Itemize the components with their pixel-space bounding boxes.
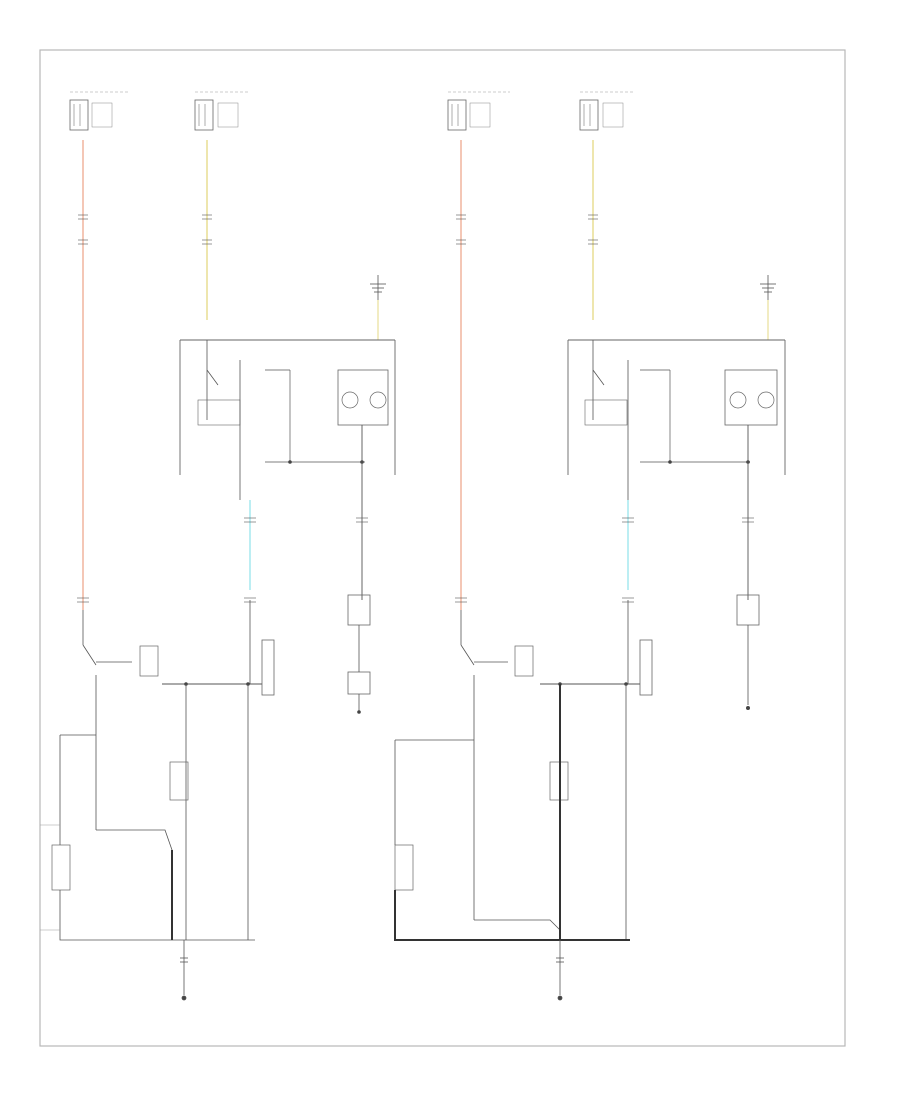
left-connector-upper xyxy=(78,214,212,245)
right-lower-wiring xyxy=(394,675,627,940)
right-circuit xyxy=(357,91,786,1001)
left-lumbar-motor xyxy=(347,594,371,712)
left-ground-terminal xyxy=(180,940,188,1001)
right-connector-upper xyxy=(456,214,598,245)
left-fuse-block-battery xyxy=(69,91,130,131)
left-seat-switch xyxy=(82,600,275,696)
right-inline-connectors xyxy=(455,517,754,603)
right-fuse-block-battery xyxy=(447,91,510,131)
right-seat-switch xyxy=(357,600,653,714)
right-lumbar-motor xyxy=(736,594,760,710)
diagram-frame xyxy=(39,49,846,1047)
right-ground-symbol xyxy=(760,275,776,300)
left-circuit xyxy=(40,91,396,1001)
right-seat-relay xyxy=(567,339,786,500)
left-lower-wiring xyxy=(40,675,255,941)
left-inline-connectors xyxy=(77,517,368,603)
left-seat-relay xyxy=(179,339,396,500)
left-ground-symbol xyxy=(370,275,386,300)
right-ground-terminal xyxy=(556,940,564,1001)
left-fuse-block-ignition xyxy=(194,91,250,131)
right-ground-trace xyxy=(394,684,630,941)
right-fuse-block-ignition xyxy=(579,91,635,131)
